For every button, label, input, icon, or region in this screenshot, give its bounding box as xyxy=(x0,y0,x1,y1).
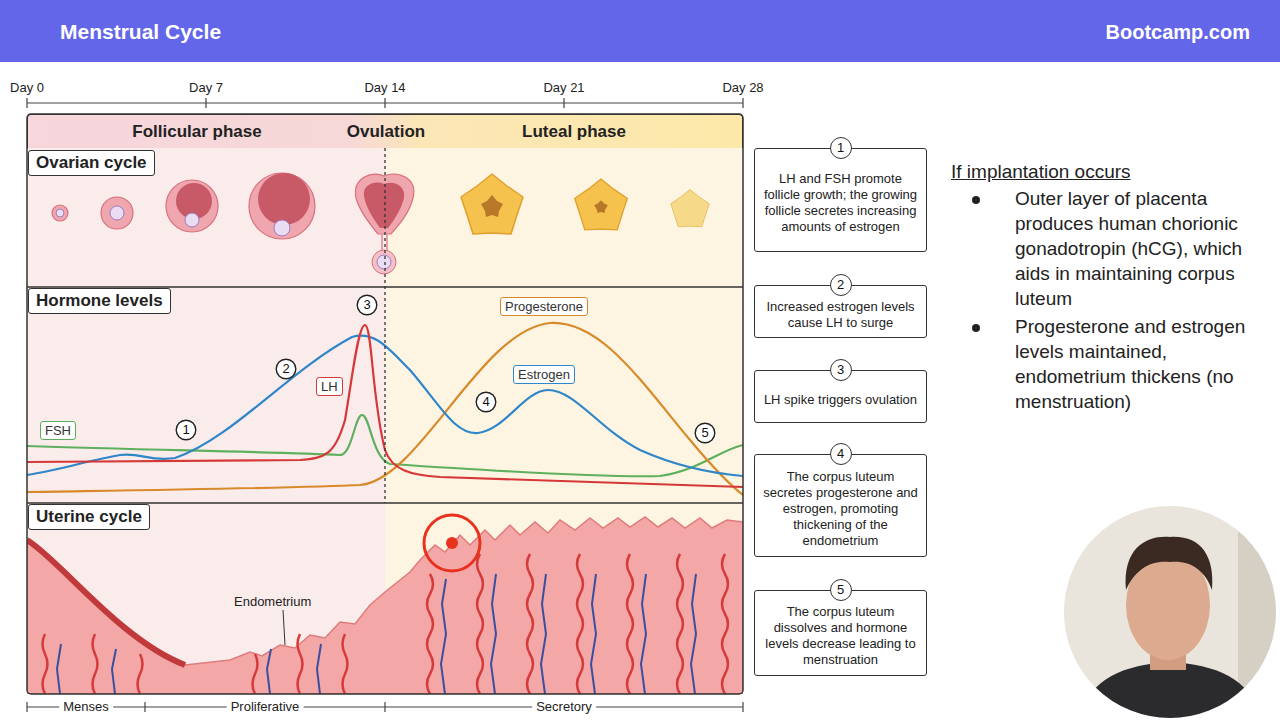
callout-circle: 5 xyxy=(694,422,716,444)
leader-line xyxy=(283,610,285,645)
bullet-dot xyxy=(972,196,980,204)
released-egg-corona xyxy=(372,250,396,274)
uterine-phase-label: Menses xyxy=(59,699,113,714)
phase-band: Follicular phase Ovulation Luteal phase xyxy=(27,114,743,148)
step-number: 3 xyxy=(830,359,852,381)
panel-title: Uterine cycle xyxy=(36,507,142,527)
callout-number: 4 xyxy=(475,391,497,413)
presenter-shirt xyxy=(1075,662,1265,720)
webcam-border xyxy=(1063,505,1277,719)
step-text: LH spike triggers ovulation xyxy=(757,380,924,414)
step-number: 1 xyxy=(830,137,852,159)
oocyte xyxy=(56,209,64,217)
veins xyxy=(57,574,696,694)
callout-circle: 1 xyxy=(175,419,197,441)
hormone-tag: Estrogen xyxy=(513,365,575,384)
hormone-name: LH xyxy=(321,378,338,395)
step-box: 2Increased estrogen levels cause LH to s… xyxy=(754,285,927,338)
release-streak xyxy=(382,234,387,250)
panel-title: Ovarian cycle xyxy=(36,153,147,173)
shedding-lining xyxy=(27,540,185,665)
slide-title: Menstrual Cycle xyxy=(60,20,221,44)
step-box: 4The corpus luteum secretes progesterone… xyxy=(754,454,927,557)
corpus-luteum-core xyxy=(594,200,608,213)
uterine-phase-label: Proliferative xyxy=(227,699,304,714)
corpus-luteum xyxy=(461,174,523,234)
step-number: 5 xyxy=(830,579,852,601)
phase-name: Follicular phase xyxy=(132,115,261,148)
bullet-text: Progesterone and estrogen levels maintai… xyxy=(1015,314,1277,414)
presenter-hair xyxy=(1126,537,1213,590)
callout-circle: 3 xyxy=(356,294,378,316)
released-egg xyxy=(377,255,391,269)
figure-frame xyxy=(27,114,743,694)
follicle-antrum xyxy=(364,183,404,229)
endometrium-layer xyxy=(27,517,743,694)
step-box: 3LH spike triggers ovulation xyxy=(754,370,927,423)
day-label: Day 28 xyxy=(722,80,763,95)
step-box: 1LH and FSH promote follicle growth; the… xyxy=(754,148,927,252)
spiral-arteries xyxy=(43,554,729,694)
note-heading: If implantation occurs xyxy=(951,160,1131,184)
bullet-dot xyxy=(972,324,980,332)
hormone-tag: Progesterone xyxy=(500,297,588,316)
ovulation-line xyxy=(384,148,385,503)
phase-ticks xyxy=(27,702,743,712)
uterine-phase-label: Secretory xyxy=(532,699,596,714)
step-number: 4 xyxy=(830,443,852,465)
day-label: Day 7 xyxy=(189,80,223,95)
oocyte xyxy=(185,213,199,227)
oocyte xyxy=(274,220,290,236)
structure-label: Endometrium xyxy=(234,594,311,609)
hormone-name: FSH xyxy=(45,422,71,439)
callout-circle: 2 xyxy=(275,358,297,380)
step-text: LH and FSH promote follicle growth; the … xyxy=(755,159,926,241)
panel-title-box: Hormone levels xyxy=(28,288,171,314)
callout-circle: 4 xyxy=(475,391,497,413)
hormone-tag: FSH xyxy=(40,421,76,440)
day-label: Day 21 xyxy=(543,80,584,95)
hormone-name: Progesterone xyxy=(505,298,583,315)
header-bar xyxy=(0,0,1280,62)
step-box: 5The corpus luteum dissolves and hormone… xyxy=(754,590,927,676)
panel-title-box: Uterine cycle xyxy=(28,504,150,530)
hormone-name: Estrogen xyxy=(518,366,570,383)
bullet-text: Outer layer of placenta produces human c… xyxy=(1015,186,1277,311)
oocyte xyxy=(110,206,124,220)
corpus-albicans xyxy=(671,190,709,227)
step-text: The corpus luteum dissolves and hormone … xyxy=(755,592,926,674)
panel-title-box: Ovarian cycle xyxy=(28,150,155,176)
callout-number: 1 xyxy=(175,419,197,441)
day-label: Day 0 xyxy=(10,80,44,95)
step-number: 2 xyxy=(830,274,852,296)
phase-name: Luteal phase xyxy=(522,115,626,148)
callout-number: 3 xyxy=(356,294,378,316)
follicle xyxy=(166,180,218,232)
corpus-luteum xyxy=(575,179,628,230)
panel-title: Hormone levels xyxy=(36,291,163,311)
follicle xyxy=(249,173,315,239)
corpus-luteum-core xyxy=(481,195,503,217)
timeline-ticks xyxy=(27,98,743,108)
follicle-antrum xyxy=(258,173,310,225)
callout-number: 2 xyxy=(275,358,297,380)
brand-watermark: Bootcamp.com xyxy=(1106,20,1250,44)
step-text: The corpus luteum secretes progesterone … xyxy=(755,457,926,555)
day-label: Day 14 xyxy=(364,80,405,95)
follicle xyxy=(52,205,68,221)
phase-name: Ovulation xyxy=(347,115,425,148)
hormone-tag: LH xyxy=(316,377,343,396)
follicle xyxy=(101,197,133,229)
annotation-dot xyxy=(446,537,458,549)
annotation-circle xyxy=(424,515,480,571)
callout-number: 5 xyxy=(694,422,716,444)
